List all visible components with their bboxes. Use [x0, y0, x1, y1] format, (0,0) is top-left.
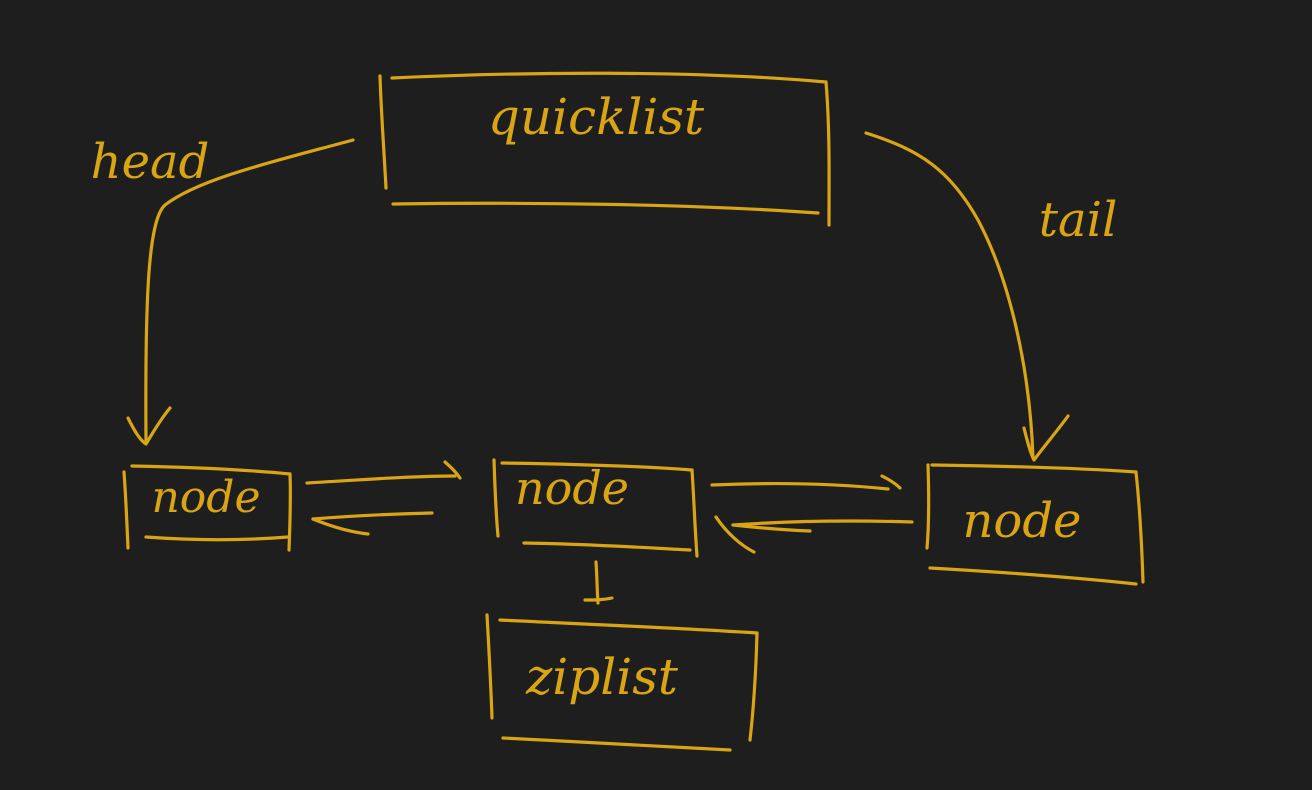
node-left-label: node [151, 472, 260, 523]
tail-arrow [864, 131, 1070, 462]
tail-label: tail [1039, 192, 1118, 248]
ziplist-label: ziplist [525, 648, 679, 706]
quicklist-label: quicklist [488, 88, 705, 146]
head-arrow [126, 138, 355, 446]
node-right-label: node [963, 493, 1082, 549]
node-right-box [925, 463, 1145, 586]
head-label: head [91, 134, 210, 190]
link-middle-to-right [710, 474, 902, 491]
node-middle-label: node [515, 461, 629, 515]
link-middle-to-left [311, 511, 434, 536]
link-left-to-middle [305, 460, 462, 485]
quicklist-box [378, 71, 831, 227]
ziplist-box [485, 613, 759, 752]
link-right-to-middle [714, 515, 914, 554]
node-left-box [122, 464, 293, 552]
link-node-to-ziplist [583, 560, 614, 605]
node-middle-box [492, 458, 699, 558]
